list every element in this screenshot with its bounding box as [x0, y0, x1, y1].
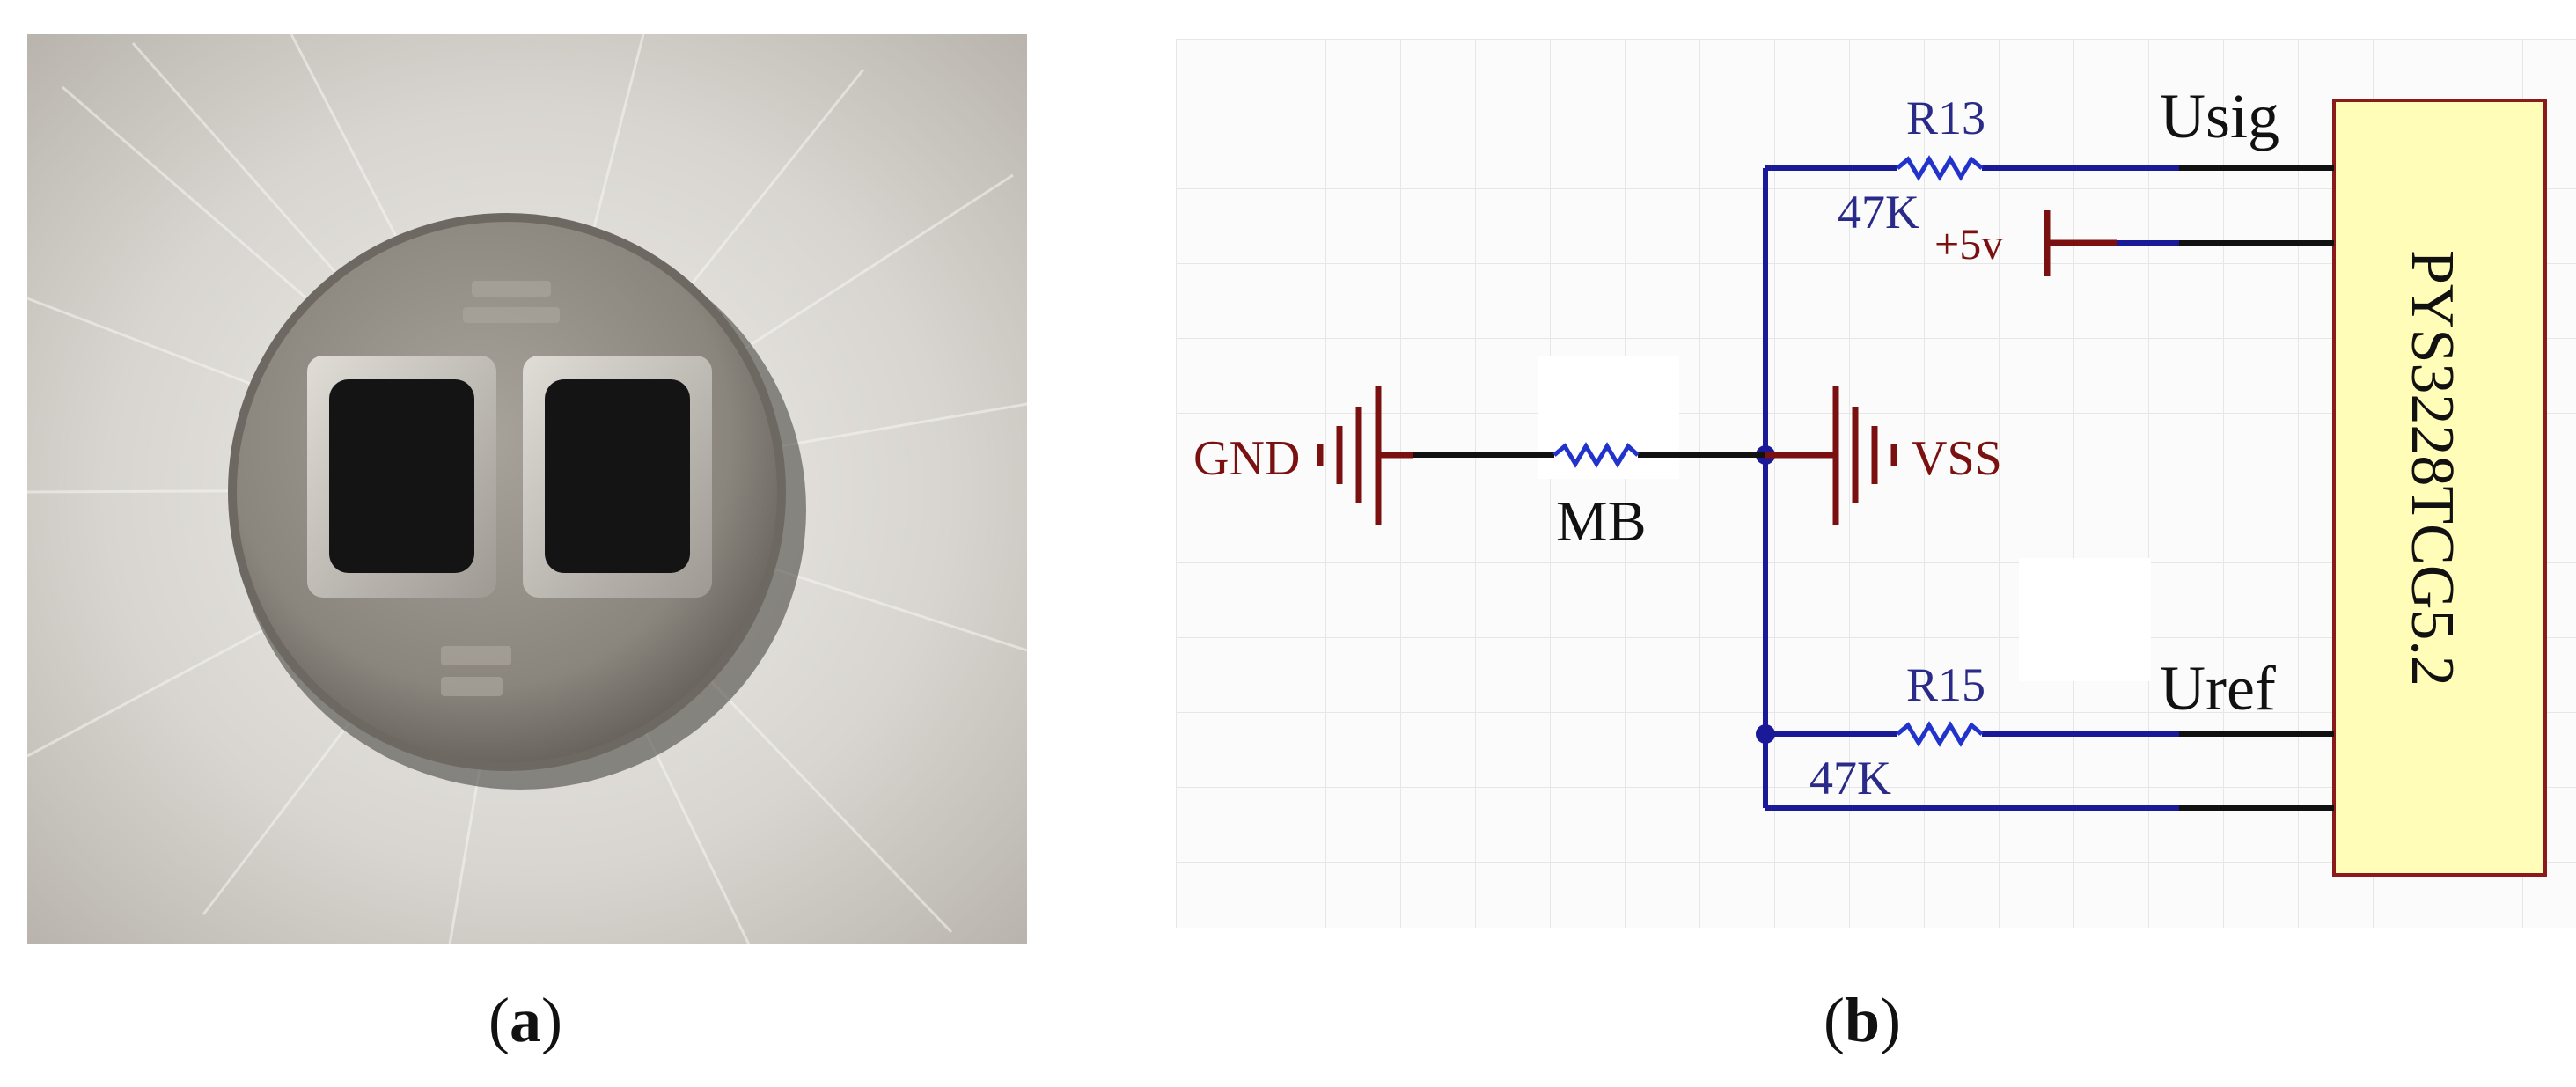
component-part-number: PYS3228TCG5.2 — [2398, 250, 2466, 687]
sensor-photo-image — [27, 34, 1027, 944]
resistor-r13-value: 47K — [1838, 186, 1919, 239]
schematic-diagram: PYS3228TCG5.2 R13 47K R15 47K — [1176, 39, 2576, 928]
label-mask — [1538, 356, 1679, 479]
gnd-label: GND — [1193, 431, 1300, 486]
sensor-component-box — [2332, 99, 2547, 877]
resistor-r15-value: 47K — [1809, 752, 1891, 804]
sensor-photo — [27, 34, 1027, 944]
resistor-r15 — [1896, 721, 1984, 747]
resistor-r13 — [1896, 155, 1984, 181]
resistor-mb — [1552, 442, 1640, 468]
vss-label: VSS — [1912, 431, 2002, 486]
resistor-mb-label: MB — [1556, 489, 1647, 554]
caption-b-letter: b — [1844, 985, 1881, 1055]
pin-stubs — [2179, 165, 2334, 811]
uref-net-label: Uref — [2160, 653, 2276, 723]
usig-net-label: Usig — [2160, 81, 2279, 151]
resistor-r15-ref: R15 — [1906, 658, 1985, 711]
vcc-label: +5v — [1934, 219, 2003, 268]
gnd-symbol — [1317, 386, 1413, 525]
caption-a: (a) — [488, 985, 562, 1055]
caption-a-letter: a — [509, 985, 541, 1055]
caption-b: (b) — [1824, 985, 1902, 1055]
schematic-canvas: PYS3228TCG5.2 R13 47K R15 47K — [1176, 39, 2576, 928]
junction-dot — [1756, 724, 1775, 744]
vcc-symbol — [2044, 210, 2117, 276]
vss-symbol — [1765, 386, 1897, 525]
label-mask — [2019, 558, 2151, 681]
resistor-r13-ref: R13 — [1906, 92, 1985, 144]
